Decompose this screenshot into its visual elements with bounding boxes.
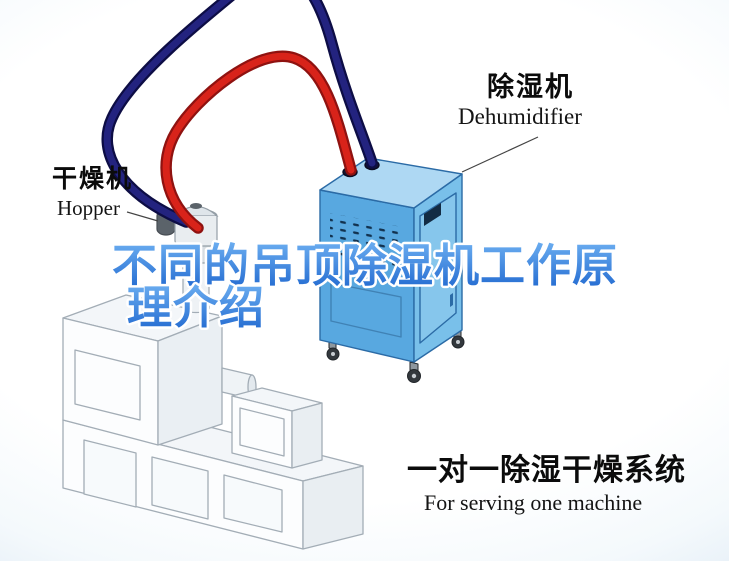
machine-panel — [83, 439, 137, 508]
label-hopper-cn: 干燥机 — [52, 164, 134, 193]
unit-lower-panel — [330, 282, 402, 338]
label-hopper-en: Hopper — [57, 196, 120, 220]
pointer-line-hopper — [126, 211, 159, 222]
page-title-line1: 不同的吊顶除湿机工作原 — [112, 239, 618, 292]
caption-system-cn: 一对一除湿干燥系统 — [407, 453, 686, 488]
label-dehumidifier-cn: 除湿机 — [487, 72, 574, 103]
page-title-line2: 理介绍 — [127, 281, 265, 334]
red-air-hose — [160, 50, 357, 234]
machine-body-side — [157, 315, 223, 446]
hopper-cone — [177, 245, 215, 264]
machine-head-side — [291, 402, 323, 469]
unit-door-handle — [450, 293, 453, 307]
label-dehumidifier-en: Dehumidifier — [458, 104, 582, 129]
machine-panel — [151, 456, 209, 520]
caption-system-en: For serving one machine — [424, 490, 643, 515]
machine-body-panel — [74, 349, 141, 421]
unit-display — [424, 203, 441, 226]
machine-base-side — [302, 465, 364, 550]
hopper-inlet-cap — [190, 203, 202, 209]
pointer-line-dehumidifier — [461, 136, 539, 173]
unit-vent-grille — [330, 213, 402, 269]
machine-head-panel — [239, 407, 285, 457]
extruder-machine — [62, 256, 364, 550]
unit-side-door — [419, 192, 457, 344]
machine-panel — [223, 474, 283, 533]
machine-feed-throat — [182, 256, 210, 314]
navy-air-hose — [101, 0, 378, 228]
